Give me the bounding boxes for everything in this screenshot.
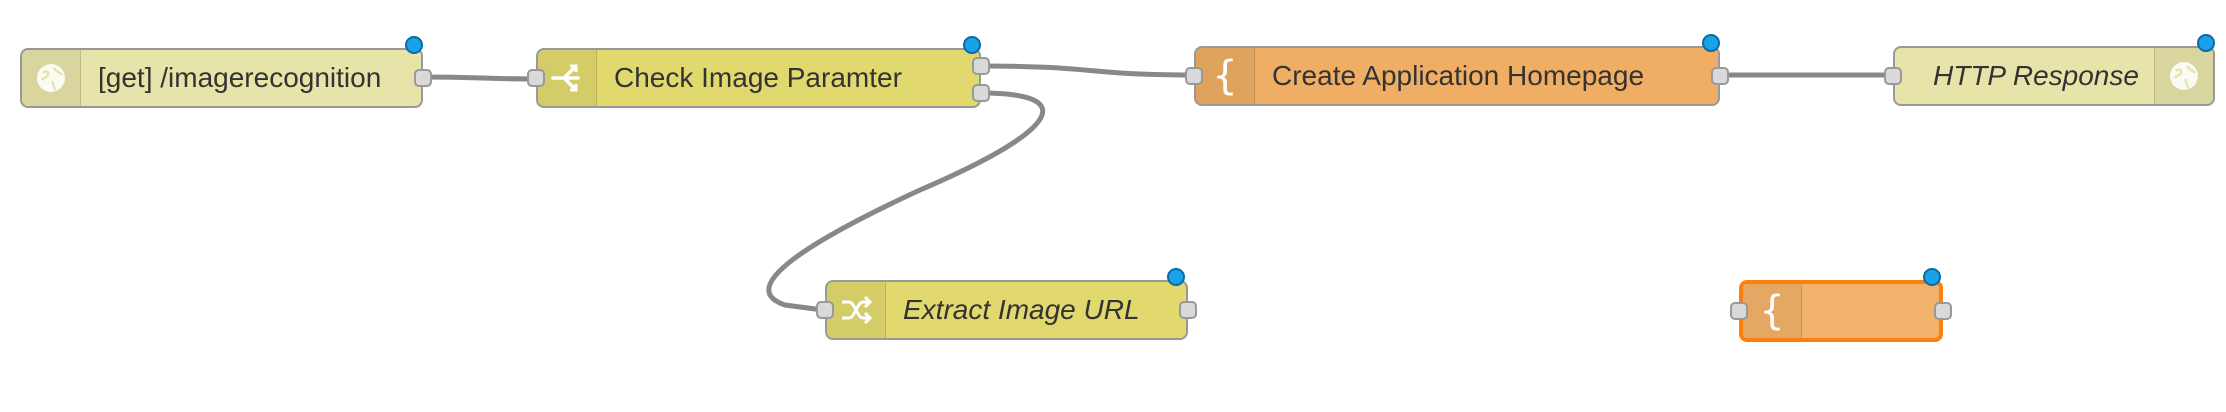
http-response-label: HTTP Response bbox=[1933, 60, 2139, 91]
template-selected-changed-indicator bbox=[1923, 268, 1941, 286]
http-response-icon-box bbox=[2154, 48, 2213, 104]
http-in-changed-indicator bbox=[405, 36, 423, 54]
http-response-input-port[interactable] bbox=[1884, 67, 1902, 85]
template-selected-input-port[interactable] bbox=[1730, 302, 1748, 320]
template-homepage-changed-indicator bbox=[1702, 34, 1720, 52]
template-homepage-output-port[interactable] bbox=[1711, 67, 1729, 85]
template-homepage-node[interactable]: { Create Application Homepage bbox=[1185, 34, 1729, 106]
wire-switch-to-homepage[interactable] bbox=[978, 63, 1201, 78]
http-in-output-port[interactable] bbox=[414, 69, 432, 87]
change-changed-indicator bbox=[1167, 268, 1185, 286]
http-in-icon-box bbox=[22, 50, 81, 106]
switch-output-port-1[interactable] bbox=[972, 57, 990, 75]
switch-output-port-2[interactable] bbox=[972, 84, 990, 102]
http-response-changed-indicator bbox=[2197, 34, 2215, 52]
switch-branch-icon bbox=[551, 64, 580, 92]
template-homepage-input-port[interactable] bbox=[1185, 67, 1203, 85]
template-homepage-icon-box: { bbox=[1196, 48, 1255, 104]
change-output-port[interactable] bbox=[1179, 301, 1197, 319]
http-in-label: [get] /imagerecognition bbox=[98, 62, 382, 93]
curly-brace-icon: { bbox=[1212, 53, 1238, 99]
template-selected-icon-box: { bbox=[1743, 284, 1802, 338]
wire-httpin-to-switch[interactable] bbox=[420, 74, 544, 82]
globe-icon bbox=[2170, 62, 2198, 90]
change-input-port[interactable] bbox=[816, 301, 834, 319]
change-node[interactable]: Extract Image URL bbox=[816, 268, 1197, 340]
switch-label: Check Image Paramter bbox=[614, 62, 902, 93]
template-selected-output-port[interactable] bbox=[1934, 302, 1952, 320]
switch-input-port[interactable] bbox=[527, 69, 545, 87]
template-homepage-label: Create Application Homepage bbox=[1272, 60, 1645, 91]
change-label: Extract Image URL bbox=[903, 294, 1140, 325]
http-response-node[interactable]: HTTP Response bbox=[1884, 34, 2215, 106]
switch-icon-box bbox=[538, 50, 597, 106]
shuffle-icon bbox=[842, 295, 873, 325]
switch-changed-indicator bbox=[963, 36, 981, 54]
switch-node[interactable]: Check Image Paramter bbox=[527, 36, 990, 108]
change-icon-box bbox=[827, 282, 886, 338]
wire-switch-to-extract[interactable] bbox=[766, 90, 1045, 313]
http-in-node[interactable]: [get] /imagerecognition bbox=[20, 36, 432, 108]
curly-brace-icon: { bbox=[1759, 288, 1785, 334]
globe-icon bbox=[37, 64, 65, 92]
template-selected-node[interactable]: { bbox=[1730, 268, 1952, 342]
